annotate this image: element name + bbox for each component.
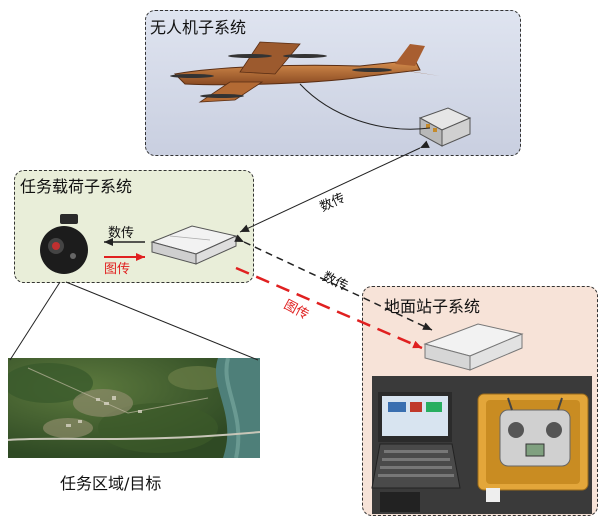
uav-subsystem-title: 无人机子系统 (150, 18, 247, 37)
uav-cable-line (299, 83, 431, 130)
ground-station-equipment-photo (371, 376, 592, 514)
mission-area-caption: 任务区域/目标 (60, 474, 162, 493)
payload-transmitter-illustration (150, 225, 238, 265)
mission-area-satellite-image (8, 358, 260, 458)
ground-station-subsystem-title: 地面站子系统 (384, 297, 481, 316)
payload-ground-image-link-arrow (235, 266, 423, 350)
payload-ground-data-link-arrow (234, 234, 433, 331)
payload-subsystem-title: 任务载荷子系统 (20, 177, 133, 196)
uav-aircraft-illustration (170, 41, 440, 103)
payload-data-link-label: 数传 (108, 226, 135, 241)
ground-transceiver-illustration (423, 323, 524, 371)
gimbal-camera-illustration (40, 214, 88, 274)
uav-datalink-module-illustration (418, 107, 472, 147)
camera-footprint-left-line (9, 281, 61, 361)
payload-image-link-label: 图传 (104, 262, 131, 277)
uav-payload-data-link-arrow (239, 140, 430, 233)
camera-footprint-right-line (65, 281, 259, 361)
satellite-map-graphic (8, 358, 260, 458)
